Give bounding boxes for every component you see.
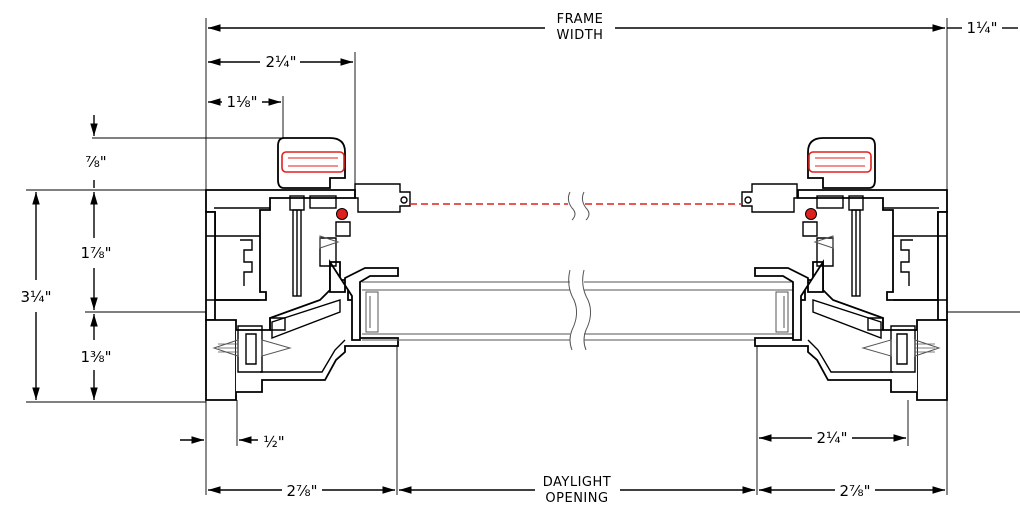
upper-section-dimension: 1⅞": [81, 192, 112, 310]
upper-section-dim-text: 1⅞": [81, 244, 112, 262]
extension-lines: [26, 18, 948, 495]
daylight-opening-dimension: DAYLIGHT OPENING: [399, 475, 755, 506]
bottom-offset-dimension: ½": [180, 433, 285, 451]
left-sash-keeper: [354, 183, 411, 213]
glazing-unit: [362, 191, 795, 351]
top-right-dim-text: 1¼": [967, 19, 998, 37]
bottom-right-dimension: 2⅞": [759, 482, 945, 500]
right-inner-dimension: 2¼": [759, 429, 906, 447]
right-frame-profile: [754, 137, 948, 401]
bottom-left-dimension: 2⅞": [208, 482, 395, 500]
left-handle-accent: [281, 151, 345, 173]
lower-section-dimension: 1⅜": [81, 314, 112, 400]
frame-width-label-2: WIDTH: [557, 28, 604, 43]
top-left-outer-dim-text: 2¼": [266, 53, 297, 71]
top-left-inner-dimension: 1⅛": [208, 93, 281, 111]
overall-height-dimension: 3¼": [21, 192, 52, 400]
handle-height-dimension: ⅞": [85, 115, 107, 188]
frame-width-label-1: FRAME: [557, 12, 604, 27]
top-right-dimension: 1¼": [947, 19, 1018, 37]
handle-height-dim-text: ⅞": [85, 153, 106, 171]
top-left-outer-dimension: 2¼": [208, 53, 353, 71]
daylight-opening-label-1: DAYLIGHT: [543, 475, 611, 490]
daylight-opening-label-2: OPENING: [545, 491, 608, 506]
left-frame-profile: [205, 137, 399, 401]
right-inner-dim-text: 2¼": [817, 429, 848, 447]
overall-height-dim-text: 3¼": [21, 288, 52, 306]
lower-section-dim-text: 1⅜": [81, 348, 112, 366]
frame-width-dimension: FRAME WIDTH: [208, 12, 945, 43]
bottom-offset-dim-text: ½": [263, 433, 284, 451]
bottom-right-dim-text: 2⅞": [840, 482, 871, 500]
left-lock-pin: [336, 208, 348, 220]
right-sash-keeper: [741, 183, 798, 213]
bottom-left-dim-text: 2⅞": [287, 482, 318, 500]
top-left-inner-dim-text: 1⅛": [227, 93, 258, 111]
